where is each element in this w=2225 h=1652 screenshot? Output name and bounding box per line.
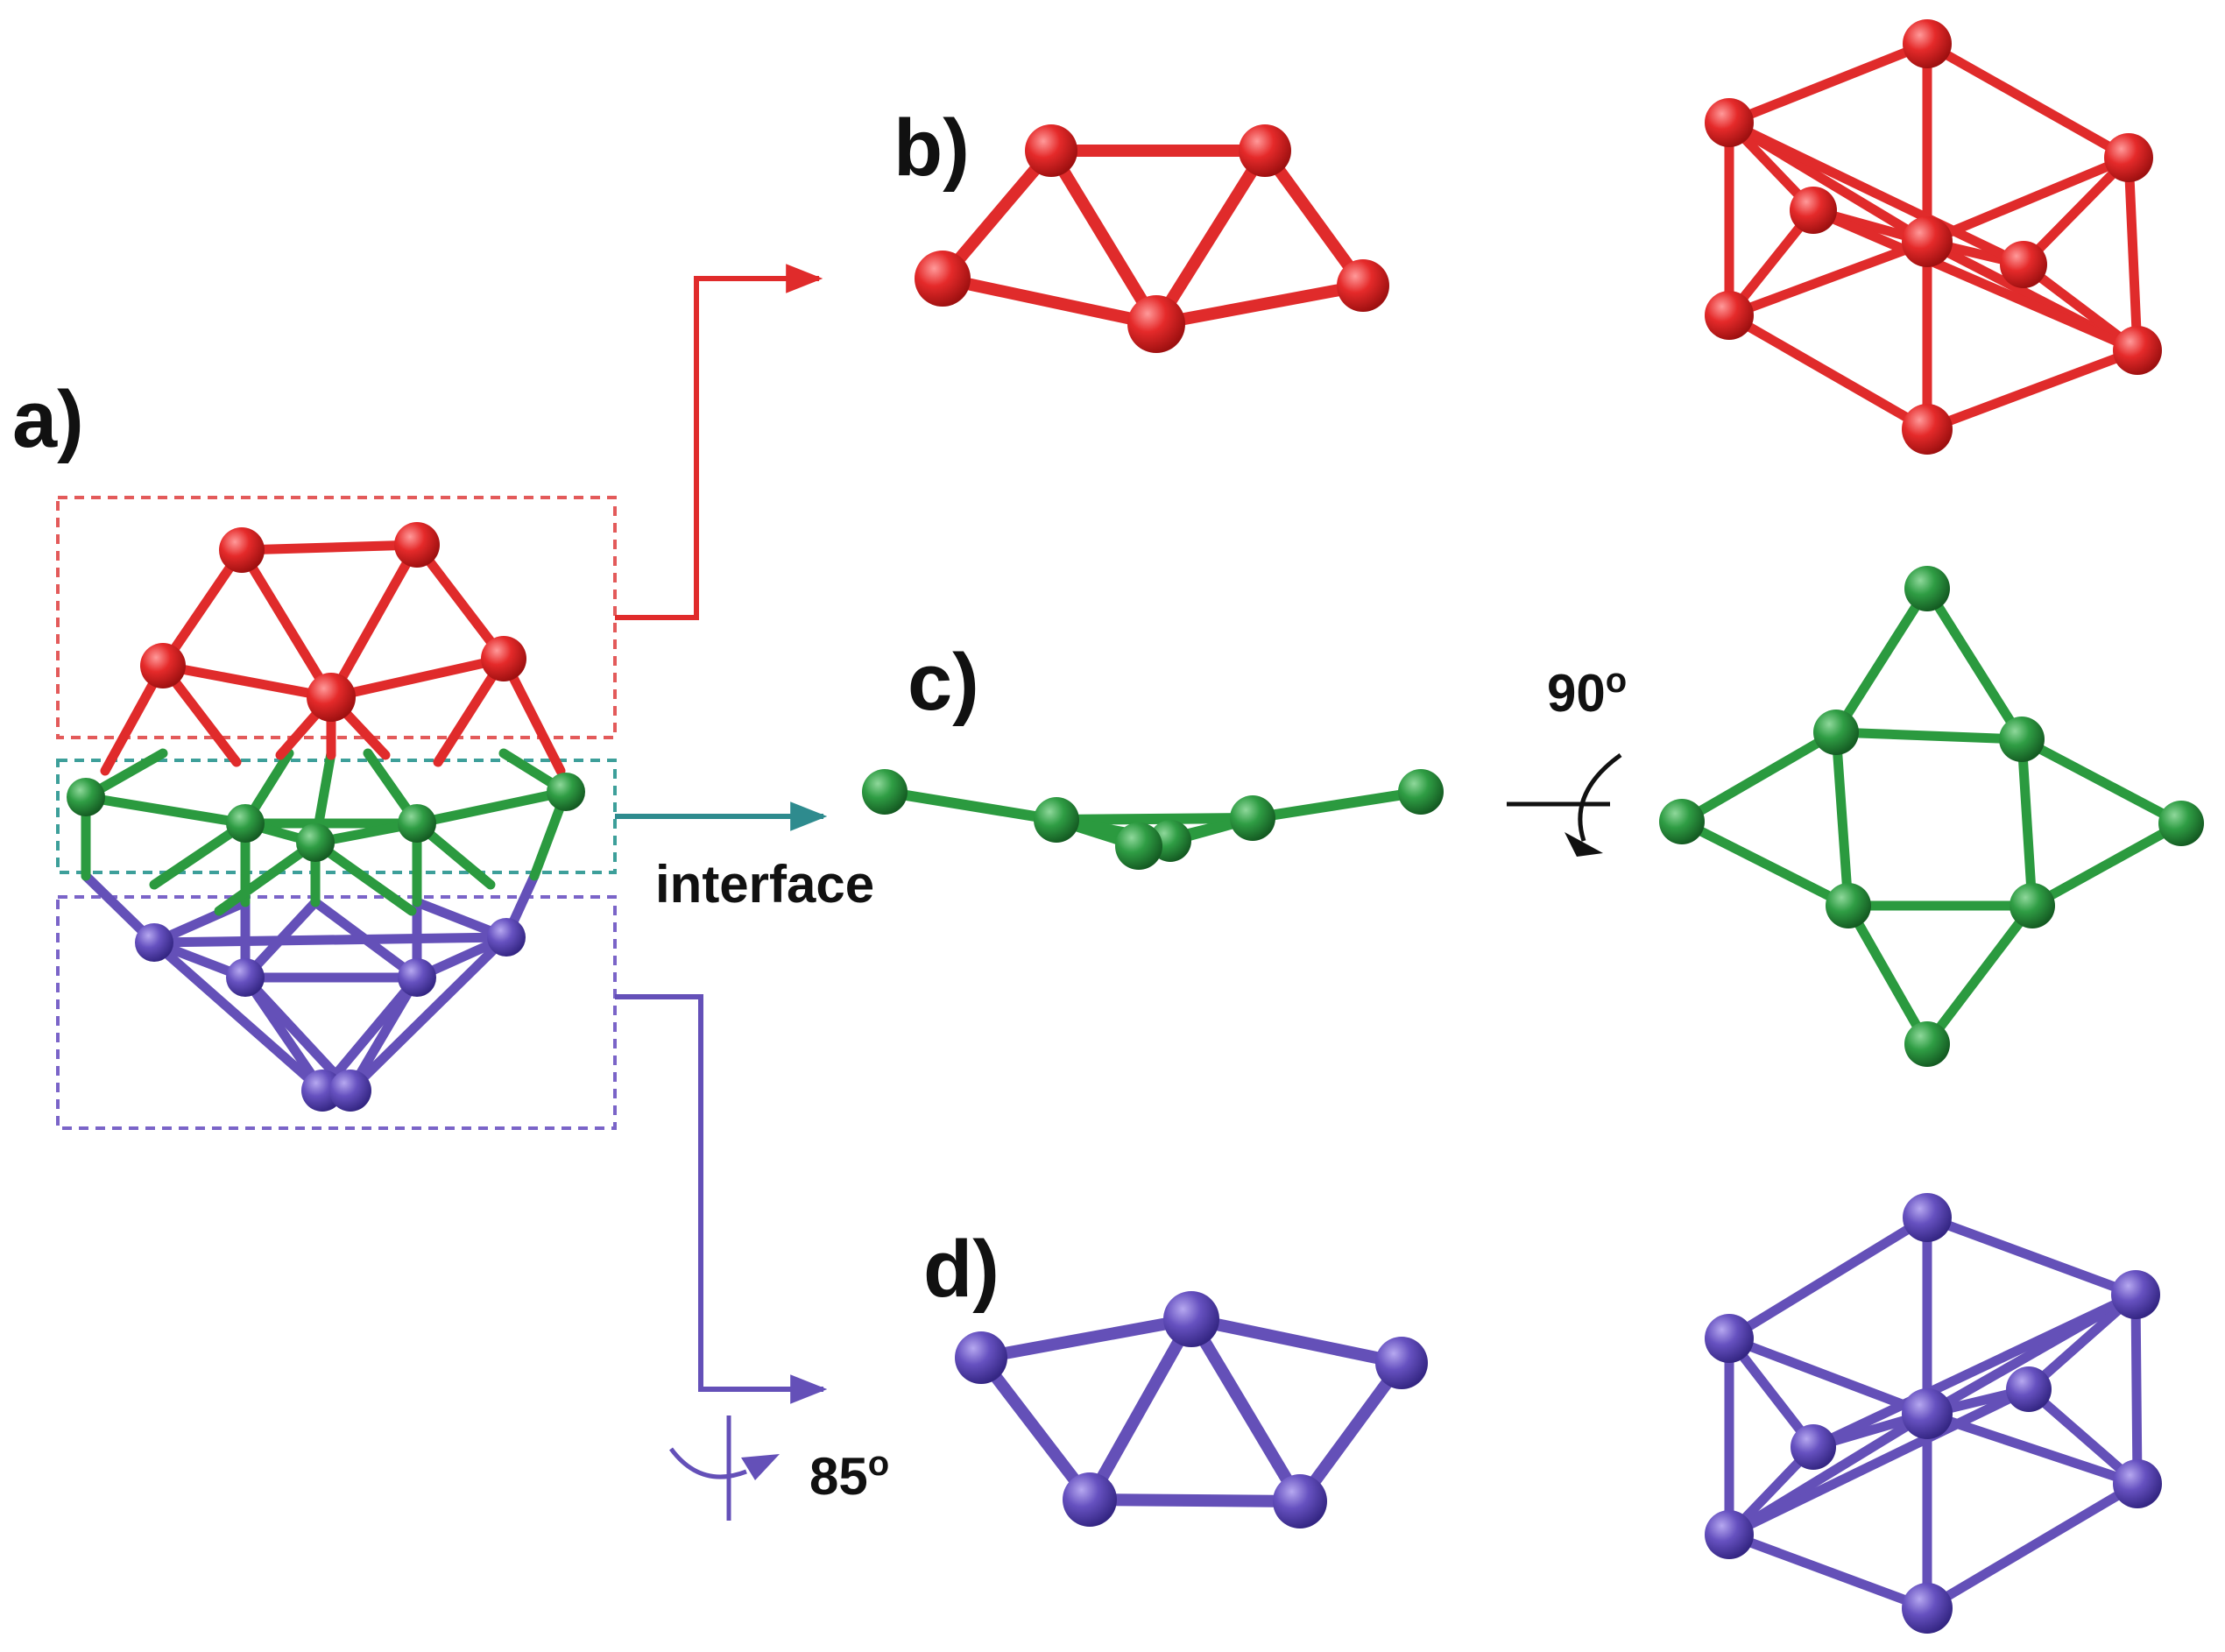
panel-c-atoms: [862, 769, 1444, 870]
red-layer-box: [56, 496, 617, 739]
purple-layer-box: [56, 895, 617, 1130]
panel-a-green-atoms: [67, 773, 585, 862]
arrow-to-d: [615, 994, 828, 1404]
panel-d-bonds: [975, 1313, 1408, 1507]
panel-a-red-atoms: [140, 522, 526, 722]
panel-c: c) 90o: [862, 566, 2204, 1067]
panel-a: a): [12, 375, 617, 1130]
arrow-to-b: [615, 264, 823, 620]
panel-b-label: b): [894, 103, 970, 193]
rotation-axis-icon-85: [668, 1415, 780, 1521]
panel-d-cage-atoms: [1705, 1193, 2162, 1634]
rotation-85-label: 85o: [809, 1444, 889, 1506]
panel-b-cage-atoms: [1705, 19, 2162, 455]
rotation-90-label: 90o: [1547, 661, 1627, 723]
panel-c-top-view-atoms: [1659, 566, 2204, 1067]
panel-b: b): [894, 19, 2162, 455]
panel-d-atoms: [955, 1291, 1428, 1528]
panel-d: d) 85o: [668, 1193, 2162, 1634]
panel-b-atoms: [915, 124, 1389, 353]
panel-c-top-view-bonds: [1677, 583, 2186, 1049]
green-layer-box: [56, 759, 617, 874]
panel-a-purple-atoms: [135, 918, 526, 1112]
rotation-axis-icon: [1507, 752, 1622, 857]
panel-d-label: d): [923, 1225, 999, 1314]
panel-a-purple-bonds: [81, 871, 540, 1096]
panel-c-label: c): [908, 638, 979, 727]
connector-arrows: interface: [615, 264, 874, 1404]
panel-a-label: a): [12, 375, 84, 464]
panel-b-bonds: [936, 145, 1369, 330]
interface-label: interface: [655, 855, 874, 914]
